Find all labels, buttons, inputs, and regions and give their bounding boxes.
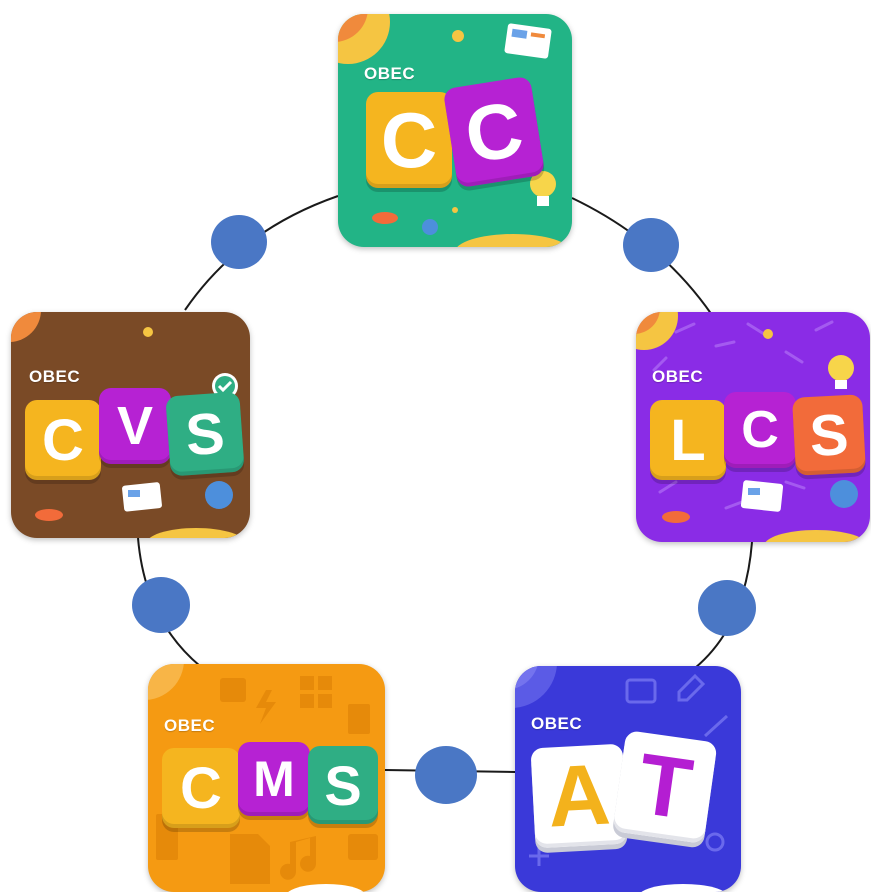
app-icon-cms[interactable]: OBEC C M S	[148, 664, 385, 892]
decoration-art	[515, 666, 729, 892]
brand-label: OBEC	[652, 367, 704, 386]
letter-tile: V	[99, 388, 171, 464]
cycle-node	[211, 215, 267, 269]
letter-tile: L	[650, 400, 726, 480]
brand-label: OBEC	[531, 714, 583, 733]
letter-tile: C	[442, 75, 546, 189]
letter-tile: S	[165, 391, 245, 477]
cycle-node	[698, 580, 756, 636]
letter-tile: C	[724, 392, 796, 468]
letter-tile: C	[25, 400, 101, 480]
brand-label: OBEC	[364, 64, 416, 83]
cycle-node	[132, 577, 190, 633]
letter-tile: C	[366, 92, 452, 188]
letter-tile: C	[162, 748, 240, 828]
decoration-art	[636, 312, 867, 542]
brand-label: OBEC	[164, 716, 216, 735]
letter-tile: A	[530, 743, 628, 849]
decoration-art	[338, 14, 569, 247]
app-icon-cc[interactable]: OBEC C C	[338, 14, 572, 247]
letter-tile: S	[308, 746, 378, 824]
letter-tile: T	[612, 730, 718, 844]
app-icon-lcs[interactable]: OBEC L C S	[636, 312, 870, 542]
letter-tile: M	[238, 742, 310, 816]
app-icon-cvs[interactable]: OBEC C V S	[11, 312, 250, 538]
cycle-node	[623, 218, 679, 272]
app-icon-at[interactable]: OBEC A T	[515, 666, 741, 892]
letter-tile: S	[792, 394, 866, 476]
decoration-art	[11, 312, 243, 538]
cycle-node	[415, 746, 477, 804]
brand-label: OBEC	[29, 367, 81, 386]
